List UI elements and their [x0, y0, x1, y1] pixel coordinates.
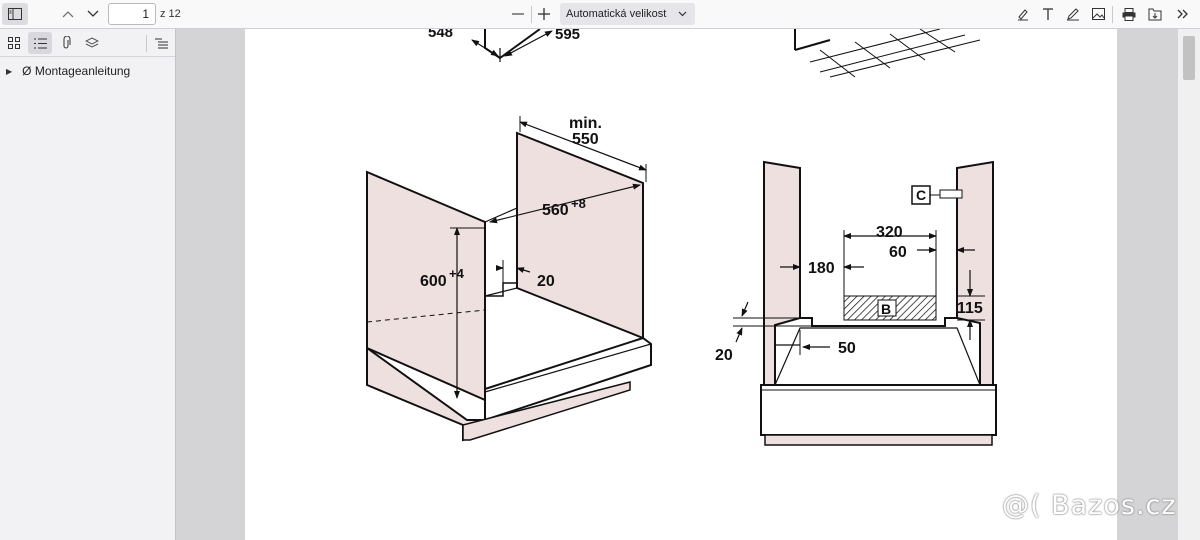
scrollbar-thumb[interactable]	[1183, 36, 1195, 80]
outline-item[interactable]: ▶ Ø Montageanleitung	[6, 64, 130, 78]
toolbar-divider	[531, 6, 532, 23]
sidebar: ▶ Ø Montageanleitung	[0, 29, 176, 540]
dim-595: 595	[555, 29, 580, 43]
pdf-page: 548 595	[245, 24, 1117, 540]
dim-50: 50	[838, 340, 856, 357]
dim-min: min.	[569, 115, 602, 132]
document-viewer: 548 595	[177, 24, 1177, 540]
toolbar-divider	[1112, 6, 1113, 23]
dim-60: 60	[889, 244, 907, 261]
outline-item-label: Ø Montageanleitung	[22, 64, 131, 78]
cabinet-isometric-drawing	[366, 116, 652, 442]
pdf-toolbar: 1 z 12 Automatická velikost	[0, 0, 1200, 29]
dim-600-tolerance: +4	[449, 266, 465, 281]
dim-115: 115	[957, 300, 983, 317]
cabinet-front-view-drawing	[733, 160, 997, 446]
sidebar-toggle-icon[interactable]	[2, 3, 28, 25]
attachment-icon[interactable]	[54, 32, 78, 54]
dim-20-cabinet: 20	[537, 273, 555, 290]
watermark: @( Bazos.cz	[1002, 490, 1177, 521]
save-icon[interactable]	[1142, 3, 1168, 25]
dim-600: 600	[420, 273, 447, 290]
scrollbar-track[interactable]	[1178, 29, 1200, 540]
layers-icon[interactable]	[80, 32, 104, 54]
draw-icon[interactable]	[1060, 3, 1086, 25]
marker-c: C	[916, 187, 926, 203]
expand-triangle-icon[interactable]: ▶	[6, 66, 13, 76]
top-left-partial-drawing	[471, 28, 553, 62]
outline-icon[interactable]	[28, 32, 52, 54]
dim-320: 320	[876, 224, 903, 241]
minus-icon[interactable]	[505, 3, 531, 25]
chevron-down-icon[interactable]	[80, 3, 106, 25]
page-total: z 12	[160, 8, 181, 20]
plus-icon[interactable]	[531, 3, 557, 25]
outline-options-icon[interactable]	[149, 32, 173, 54]
dim-560: 560	[542, 202, 569, 219]
marker-b: B	[881, 301, 891, 317]
zoom-select[interactable]: Automatická velikost	[560, 3, 695, 25]
thumbnails-icon[interactable]	[2, 32, 26, 54]
print-icon[interactable]	[1116, 3, 1142, 25]
installation-diagram: 548 595	[366, 24, 997, 446]
more-tools-icon[interactable]	[1170, 3, 1196, 25]
top-right-partial-drawing	[794, 28, 981, 78]
chevron-down-icon	[678, 3, 687, 25]
dim-560-tolerance: +8	[571, 196, 586, 211]
sidebar-toolbar	[0, 29, 175, 57]
dim-548: 548	[428, 29, 453, 41]
dim-20-front: 20	[715, 347, 733, 364]
zoom-label: Automatická velikost	[566, 8, 667, 20]
text-icon[interactable]	[1035, 3, 1061, 25]
chevron-up-icon[interactable]	[55, 3, 81, 25]
dim-180: 180	[808, 260, 835, 277]
highlight-icon[interactable]	[1010, 3, 1036, 25]
dim-550: 550	[572, 131, 599, 148]
toolbar-divider	[146, 35, 147, 52]
image-icon[interactable]	[1085, 3, 1111, 25]
page-number-input[interactable]: 1	[108, 3, 156, 25]
